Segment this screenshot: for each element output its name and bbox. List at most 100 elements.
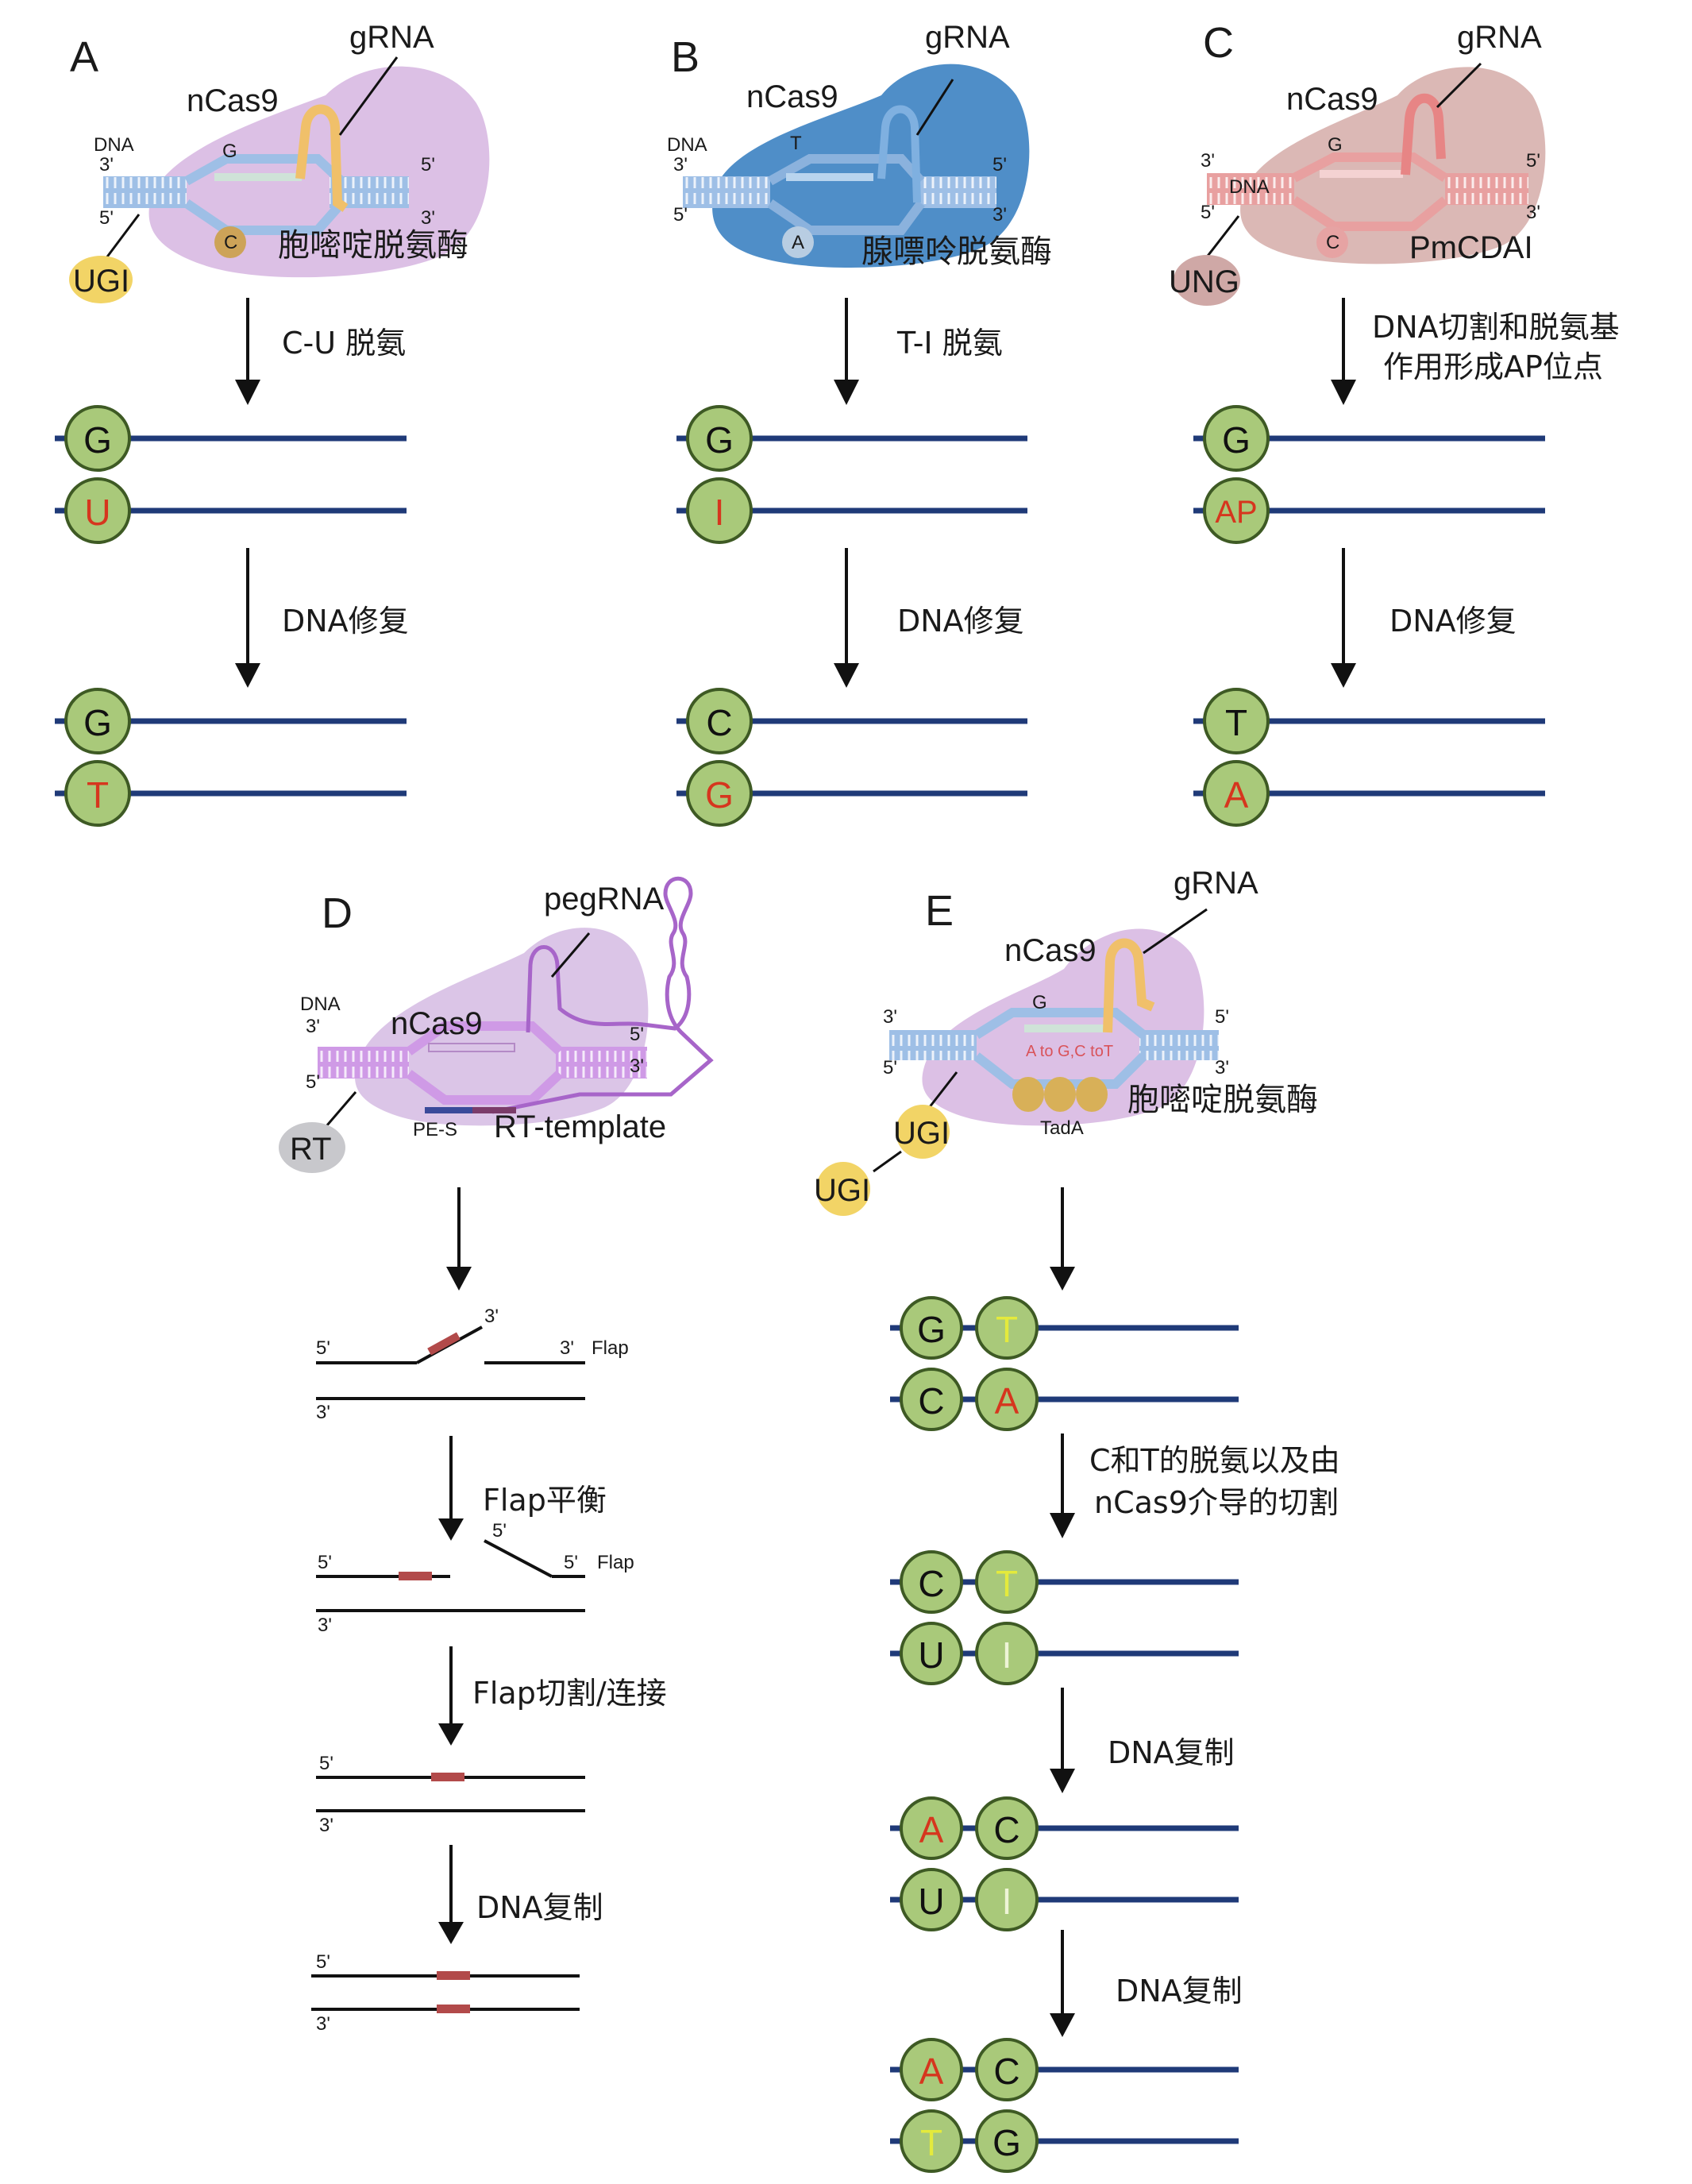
flap1-5: 5'	[316, 1337, 330, 1359]
panel-label-e: E	[925, 887, 954, 935]
nucleotide-circle	[686, 688, 753, 754]
nucleotide-letter: C	[918, 1380, 944, 1422]
dna-label-a: DNA	[94, 134, 134, 156]
nucleotide-circle	[900, 2109, 963, 2173]
rt-template-bar-d	[472, 1107, 516, 1113]
step-label-c-1a: DNA切割和脱氨基	[1372, 310, 1620, 345]
ugi-linker-e2	[873, 1150, 902, 1173]
nucleotide-circle	[900, 1550, 963, 1614]
nucleotide-circle	[900, 1368, 963, 1431]
nucleotide-letter: U	[84, 492, 110, 533]
ung-label-c: UNG	[1169, 264, 1239, 299]
end-3-left-c: 3'	[1201, 150, 1215, 172]
nucleotide-circle	[64, 760, 131, 827]
nucleotide-circle	[975, 2109, 1039, 2173]
end-5-right-a: 5'	[421, 154, 435, 176]
edit-text-e: A to G,C toT	[1026, 1043, 1113, 1060]
ugi-domain-e1	[896, 1105, 950, 1159]
flap1-3-right: 3'	[560, 1337, 574, 1359]
nucleotide-circle	[1203, 405, 1270, 472]
nucleotide-letter: G	[992, 2122, 1021, 2163]
ligated-duplex: 5' 3'	[316, 1753, 585, 1836]
deaminase-letter-a: C	[224, 232, 237, 253]
nucleotide-letter: T	[996, 1309, 1018, 1350]
enzyme-label-b: 腺嘌呤脱氨酶	[861, 233, 1052, 270]
nucleotide-circle	[1203, 477, 1270, 544]
nucleotide-letter: AP	[1215, 495, 1257, 530]
ung-linker-c	[1201, 215, 1240, 263]
step-label-b-1: T-I 脱氨	[896, 326, 1003, 361]
base-row: G	[55, 688, 407, 754]
nucleotide-letter: C	[706, 702, 732, 743]
base-row: G	[676, 405, 1027, 472]
ncas9-label-d: nCas9	[391, 1006, 483, 1041]
ugi-label-a: UGI	[73, 264, 129, 299]
panel-d: D PE-S RT-template nCas9 pegRNA DNA 3' 5…	[279, 876, 714, 2035]
nucleotide-circle	[900, 1868, 963, 1931]
dna-duplex-d	[318, 1021, 647, 1105]
nucleotide-letter: T	[920, 2122, 942, 2163]
arrow-b-1	[834, 298, 859, 405]
target-base-a: G	[222, 141, 237, 162]
nucleotide-circle	[900, 2038, 963, 2101]
arrow-d-1	[446, 1187, 472, 1291]
dna-duplex-b	[683, 154, 996, 235]
nucleotide-circle	[686, 760, 753, 827]
nucleotide-letter: A	[1224, 774, 1249, 816]
flap2-label: Flap	[597, 1552, 634, 1573]
flap1-3-bottom: 3'	[316, 1402, 330, 1423]
dna-label-c: DNA	[1229, 176, 1270, 198]
edit-5: 5'	[316, 1951, 330, 1973]
arrow-e-2	[1050, 1433, 1075, 1538]
nucleotide-letter: U	[918, 1881, 944, 1922]
target-base-e: G	[1032, 992, 1047, 1013]
tada-domains-e	[1012, 1077, 1108, 1112]
nucleotide-circle	[975, 1368, 1039, 1431]
nucleotide-circle	[1203, 688, 1270, 754]
arrow-d-2	[438, 1436, 464, 1541]
step-label-c-1b: 作用形成AP位点	[1383, 349, 1603, 384]
nucleotide-letter: G	[705, 419, 734, 461]
grna-pointer-e	[1143, 908, 1208, 955]
nucleotide-letter: T	[996, 1563, 1018, 1604]
nucleotide-circle	[1203, 760, 1270, 827]
end-3-right-d: 3'	[630, 1055, 644, 1077]
edit-3: 3'	[316, 2013, 330, 2035]
deaminase-letter-c: C	[1326, 232, 1339, 253]
end-3-left-e: 3'	[883, 1006, 897, 1028]
end-3-right-c: 3'	[1526, 202, 1540, 223]
tada-label-e: TadA	[1040, 1117, 1084, 1139]
end-3-left-b: 3'	[673, 154, 688, 176]
panel-a: A G nCas9 gRNA DNA 3' 5' 5' 3' C 胞嘧啶脱氨酶 …	[55, 20, 490, 827]
nucleotide-letter: C	[918, 1563, 944, 1604]
base-row: G	[1193, 405, 1545, 472]
panel-e: E G A to G,C toT nCas9 gRNA 3' 5' 5' 3' …	[814, 866, 1340, 2173]
nucleotide-circle	[64, 405, 131, 472]
nucleotide-letter: G	[83, 702, 112, 743]
arrow-d-4	[438, 1845, 464, 1944]
ugi-domain-a	[69, 256, 133, 303]
nucleotide-letter: A	[919, 2051, 944, 2092]
base-row: A	[1193, 760, 1545, 827]
step-label-d-3: Flap切割/连接	[472, 1676, 667, 1711]
arrow-c-1	[1331, 298, 1356, 405]
end-3-left-d: 3'	[306, 1016, 320, 1037]
dna-label-d: DNA	[300, 994, 341, 1015]
nucleotide-circle	[686, 405, 753, 472]
target-base-c: G	[1328, 134, 1343, 156]
grna-label-c: gRNA	[1457, 20, 1542, 55]
end-5-left-b: 5'	[673, 204, 688, 226]
nucleotide-letter: G	[83, 419, 112, 461]
ncas9-protein-a	[148, 66, 490, 278]
base-row: U	[55, 477, 407, 544]
step-label-e-4: DNA复制	[1116, 1974, 1243, 2008]
flap2-5-right: 5'	[564, 1552, 578, 1573]
base-row: G	[55, 405, 407, 472]
nucleotide-circle	[64, 688, 131, 754]
dna-duplex-c	[1207, 152, 1528, 231]
deaminase-domain-a	[214, 226, 246, 258]
panel-c: C G nCas9 gRNA DNA 3' 5' 5' 3' C PmCDAI …	[1169, 19, 1620, 827]
